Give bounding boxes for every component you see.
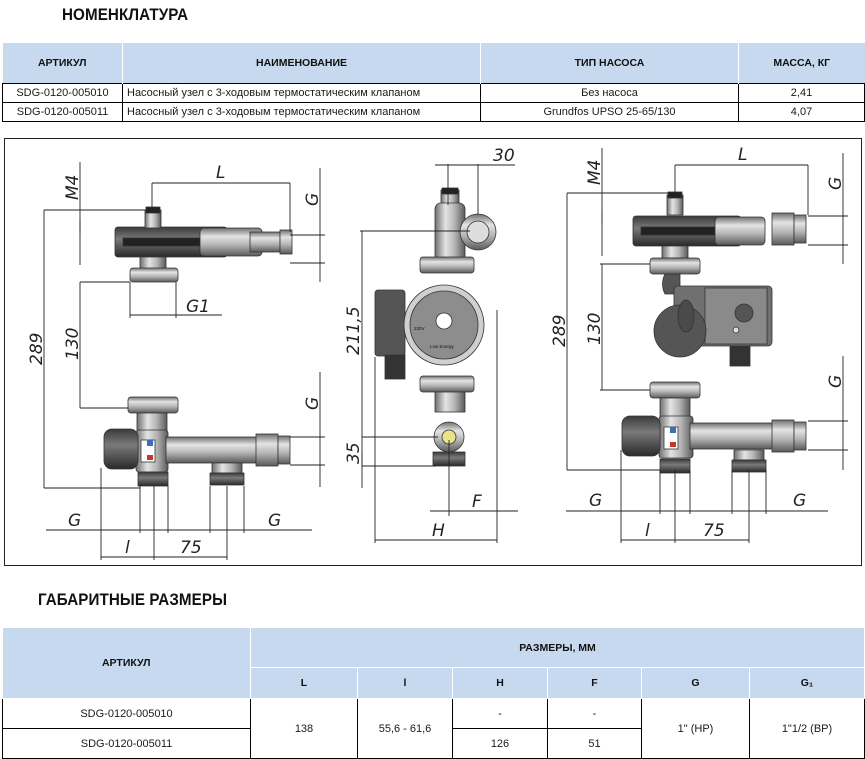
right-130-label: 130 <box>585 313 605 345</box>
pump-type-cell: Без насоса <box>480 83 739 103</box>
table-row: SDG-0120-005010 Насосный узел с 3-ходовы… <box>2 83 865 103</box>
mass-cell: 4,07 <box>738 102 865 122</box>
left-289-label: 289 <box>27 333 47 365</box>
l-value-cell: 55,6 - 61,6 <box>357 698 453 759</box>
right-G-left-label: G <box>589 491 602 511</box>
F-value-cell: 51 <box>547 728 642 759</box>
header-L: L <box>250 667 358 699</box>
header-l: l <box>357 667 453 699</box>
article-cell: SDG-0120-005011 <box>2 728 251 759</box>
left-G-right-label: G <box>268 511 281 531</box>
dimensions-subheader-row: L l H F G G₁ <box>3 667 865 699</box>
right-75-label: 75 <box>703 521 725 541</box>
right-L-label: L <box>738 145 747 165</box>
H-value-cell: - <box>452 698 548 729</box>
side-view-labels: 30 211,5 35 F H <box>344 146 515 541</box>
right-m4-label: M4 <box>585 160 605 185</box>
side-211-5-label: 211,5 <box>344 306 364 355</box>
technical-drawing-frame <box>4 138 862 566</box>
nomenclature-title: НОМЕНКЛАТУРА <box>62 6 189 24</box>
header-dimensions-group: РАЗМЕРЫ, ММ <box>250 628 865 668</box>
dimensions-header-row: АРТИКУЛ РАЗМЕРЫ, ММ <box>2 628 865 699</box>
dimensions-title: ГАБАРИТНЫЕ РАЗМЕРЫ <box>38 591 228 609</box>
H-value-cell: 126 <box>452 728 548 759</box>
left-l-label: l <box>125 538 130 558</box>
pump-energy-label: Low Energy <box>430 344 455 349</box>
right-289-label: 289 <box>550 315 570 347</box>
table-row: SDG-0120-005010 138 55,6 - 61,6 - - 1" (… <box>2 698 865 759</box>
left-L-label: L <box>216 163 225 183</box>
header-H: H <box>452 667 548 699</box>
left-75-label: 75 <box>180 538 202 558</box>
nomenclature-header-row: АРТИКУЛ НАИМЕНОВАНИЕ ТИП НАСОСА МАССА, К… <box>2 43 865 84</box>
bottom-union-nut <box>127 396 179 414</box>
G1-value-cell: 1"1/2 (ВР) <box>748 698 865 759</box>
table-row: SDG-0120-005011 Насосный узел с 3-ходовы… <box>2 102 865 122</box>
side-view-dimensions <box>360 164 518 543</box>
left-G-left-label: G <box>68 511 81 531</box>
left-130-label: 130 <box>63 328 83 360</box>
left-view-assembly <box>103 206 293 487</box>
article-cell: SDG-0120-005011 <box>2 102 123 122</box>
left-m4-label: M4 <box>63 175 83 200</box>
left-G-mid-label: G <box>303 397 323 410</box>
side-H-label: H <box>432 521 445 541</box>
thermostatic-head <box>103 428 139 470</box>
right-G-top-label: G <box>826 177 846 190</box>
G-value-cell: 1" (НР) <box>641 698 750 759</box>
bottom-pipe <box>165 436 267 464</box>
right-G-right-label: G <box>793 491 806 511</box>
left-G-top-label: G <box>303 193 323 206</box>
header-article: АРТИКУЛ <box>2 628 251 699</box>
right-view-assembly <box>621 191 807 474</box>
article-cell: SDG-0120-005010 <box>2 83 123 103</box>
pump-voltage-label: 230V <box>414 326 425 331</box>
name-cell: Насосный узел с 3-ходовым термостатическ… <box>122 102 481 122</box>
side-F-label: F <box>472 492 482 512</box>
pump-terminal-box <box>374 289 406 357</box>
right-view-labels: M4 L G 130 289 G G G l 75 <box>550 145 846 541</box>
side-view-assembly: 230V Low Energy <box>374 187 497 467</box>
right-G-mid-label: G <box>826 375 846 388</box>
article-cell: SDG-0120-005010 <box>2 698 251 729</box>
side-30-label: 30 <box>493 146 515 166</box>
left-G1-label: G1 <box>186 297 210 317</box>
side-35-label: 35 <box>344 442 364 464</box>
left-view-labels: M4 L G G1 130 289 G G G l 75 <box>27 163 323 558</box>
header-mass: МАССА, КГ <box>738 43 865 84</box>
header-pump-type: ТИП НАСОСА <box>480 43 739 84</box>
nomenclature-table: АРТИКУЛ НАИМЕНОВАНИЕ ТИП НАСОСА МАССА, К… <box>2 43 865 122</box>
right-view-dimensions <box>566 148 848 543</box>
header-F: F <box>547 667 642 699</box>
right-l-label: l <box>645 521 650 541</box>
header-G1: G₁ <box>749 667 865 699</box>
top-union-nut <box>129 267 179 283</box>
dimensions-table: АРТИКУЛ РАЗМЕРЫ, ММ L l H F G G₁ SDG-012… <box>2 628 865 759</box>
pump-type-cell: Grundfos UPSO 25-65/130 <box>480 102 739 122</box>
header-G: G <box>641 667 750 699</box>
header-article: АРТИКУЛ <box>2 43 123 84</box>
header-name: НАИМЕНОВАНИЕ <box>122 43 481 84</box>
left-view-dimensions <box>43 162 325 560</box>
F-value-cell: - <box>547 698 642 729</box>
L-value-cell: 138 <box>250 698 358 759</box>
name-cell: Насосный узел с 3-ходовым термостатическ… <box>122 83 481 103</box>
